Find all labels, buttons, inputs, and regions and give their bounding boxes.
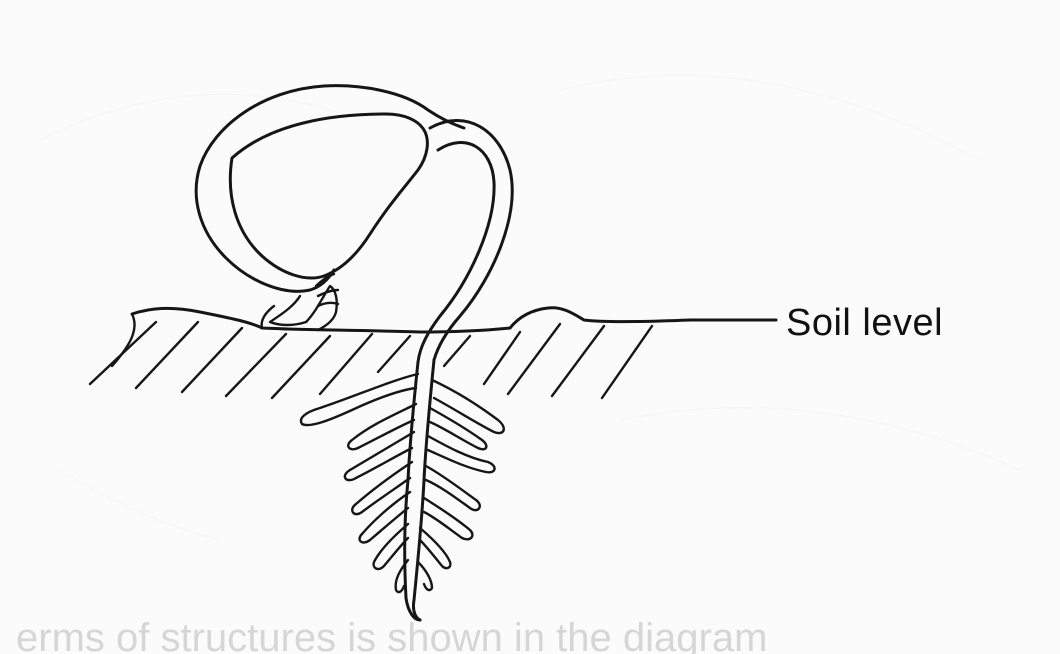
soil-hatching	[90, 322, 652, 398]
lateral-roots	[301, 374, 504, 592]
soil-level-label: Soil level	[786, 302, 943, 345]
primary-root	[405, 360, 434, 620]
bleed-through-text: erms of structures is shown in the diagr…	[16, 616, 767, 654]
hypocotyl-hook	[418, 120, 512, 362]
cotyledon	[196, 86, 464, 330]
bleed-through-text-band: erms of structures is shown in the diagr…	[0, 610, 1060, 654]
